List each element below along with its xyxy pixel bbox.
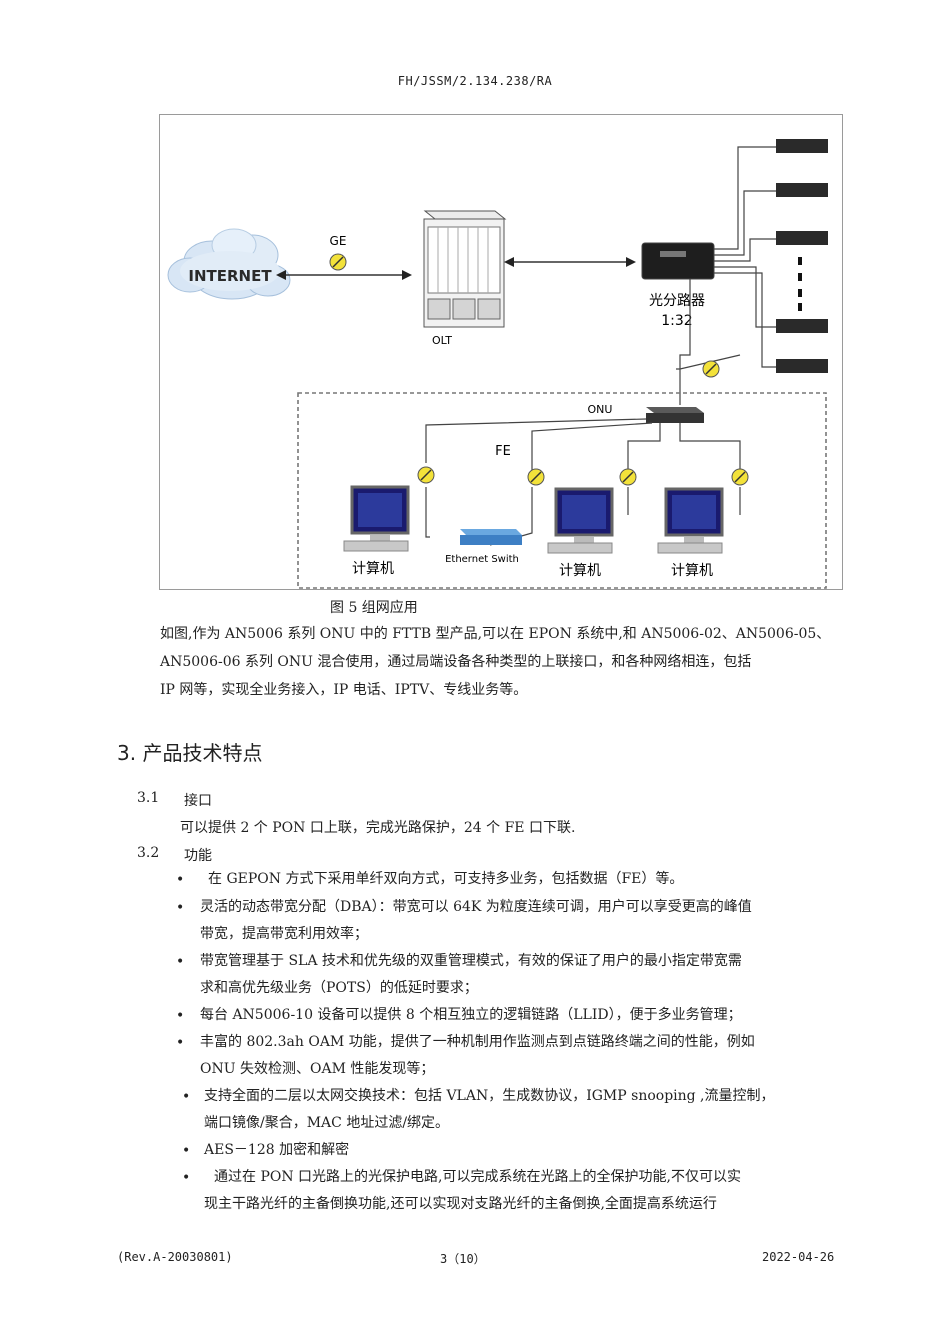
- computer-2: 计算机: [547, 487, 614, 579]
- right-onu-stack: [776, 139, 828, 373]
- figure-caption: 图 5 组网应用: [330, 600, 418, 616]
- bullet-line: 每台 AN5006-10 设备可以提供 8 个相互独立的逻辑链路（LLID），便…: [200, 1007, 742, 1023]
- subsection-3-1-text: 可以提供 2 个 PON 口上联，完成光路保护，24 个 FE 口下联.: [180, 820, 576, 836]
- optical-splitter: 光分路器 1:32: [641, 242, 715, 329]
- bullet-line: 通过在 PON 口光路上的光保护电路,可以完成系统在光路上的全保护功能,不仅可以…: [214, 1169, 741, 1185]
- bullet-item: 在 GEPON 方式下采用单纤双向方式，可支持多业务，包括数据（FE）等。: [208, 866, 683, 893]
- bullet-marker: •: [176, 1035, 185, 1051]
- computer-1: 计算机: [343, 485, 410, 577]
- footer-date: 2022-04-26: [762, 1250, 835, 1264]
- intro-line: 如图,作为 AN5006 系列 ONU 中的 FTTB 型产品,可以在 EPON…: [160, 626, 831, 642]
- footer-page-number: 3（10）: [440, 1252, 486, 1266]
- bullet-line: 现主干路光纤的主备倒换功能,还可以实现对支路光纤的主备倒换,全面提高系统运行: [204, 1196, 717, 1212]
- onu-label: ONU: [588, 403, 613, 416]
- olt-label: OLT: [432, 334, 452, 347]
- intro-line: IP 网等，实现全业务接入，IP 电话、IPTV、专线业务等。: [160, 682, 528, 698]
- ge-label: GE: [330, 234, 347, 248]
- internet-cloud: INTERNET: [167, 228, 291, 300]
- fanout-lines: [676, 146, 776, 370]
- subsection-3-1-number: 3.1: [137, 790, 160, 806]
- bullet-line: 求和高优先级业务（POTS）的低延时要求；: [200, 980, 478, 996]
- computer-3: 计算机: [657, 487, 724, 579]
- bullet-line: 带宽，提高带宽利用效率；: [200, 926, 368, 942]
- splitter-ratio: 1:32: [661, 313, 692, 329]
- bullet-marker: •: [182, 1089, 191, 1105]
- bullet-marker: •: [176, 872, 185, 888]
- document-id: FH/JSSM/2.134.238/RA: [397, 74, 553, 88]
- subsection-3-1-title: 接口: [184, 793, 212, 809]
- subsection-3-2-number: 3.2: [137, 845, 160, 861]
- network-diagram-svg: INTERNET GE OLT: [167, 139, 828, 589]
- subsection-3-2-title: 功能: [184, 848, 212, 864]
- splitter-label: 光分路器: [649, 293, 705, 309]
- computer-2-label: 计算机: [559, 563, 601, 579]
- bullet-line: AES－128 加密和解密: [204, 1142, 350, 1158]
- bullet-marker: •: [176, 1008, 185, 1024]
- bullet-line: ONU 失效检测、OAM 性能发现等；: [200, 1061, 435, 1077]
- bullet-line: 支持全面的二层以太网交换技术：包括 VLAN，生成数协议，IGMP snoopi…: [204, 1088, 775, 1104]
- bullet-line: 灵活的动态带宽分配（DBA）：带宽可以 64K 为粒度连续可调，用户可以享受更高…: [200, 899, 752, 915]
- onu-links: [425, 418, 741, 546]
- section-title: 3. 产品技术特点: [117, 741, 263, 765]
- intro-line: AN5006-06 系列 ONU 混合使用，通过局端设备各种类型的上联接口，和各…: [160, 654, 752, 670]
- bullet-item: 通过在 PON 口光路上的光保护电路,可以完成系统在光路上的全保护功能,不仅可以…: [204, 1164, 741, 1218]
- bullet-marker: •: [182, 1143, 191, 1159]
- onu-device: ONU: [588, 403, 704, 423]
- bullet-marker: •: [176, 954, 185, 970]
- bullet-marker: •: [176, 900, 185, 916]
- bullet-item: 带宽管理基于 SLA 技术和优先级的双重管理模式，有效的保证了用户的最小指定带宽…: [200, 948, 742, 1002]
- bullet-item: 支持全面的二层以太网交换技术：包括 VLAN，生成数协议，IGMP snoopi…: [204, 1083, 775, 1137]
- bullet-line: 带宽管理基于 SLA 技术和优先级的双重管理模式，有效的保证了用户的最小指定带宽…: [200, 953, 742, 969]
- intro-paragraph: 如图,作为 AN5006 系列 ONU 中的 FTTB 型产品,可以在 EPON…: [160, 620, 836, 704]
- fe-label: FE: [495, 444, 511, 459]
- bullet-item: 每台 AN5006-10 设备可以提供 8 个相互独立的逻辑链路（LLID），便…: [200, 1002, 742, 1029]
- computer-1-label: 计算机: [352, 561, 394, 577]
- bullet-item: 丰富的 802.3ah OAM 功能，提供了一种机制用作监测点到点链路终端之间的…: [200, 1029, 755, 1083]
- fe-markers: [417, 466, 749, 486]
- footer-revision: (Rev.A-20030801): [117, 1250, 233, 1264]
- bullet-line: 端口镜像/聚合，MAC 地址过滤/绑定。: [204, 1115, 450, 1131]
- network-diagram: INTERNET GE OLT: [159, 114, 843, 590]
- internet-label: INTERNET: [188, 267, 272, 285]
- bullet-item: AES－128 加密和解密: [204, 1137, 349, 1164]
- ethernet-switch: Ethernet Swith: [445, 529, 522, 565]
- bullet-item: 灵活的动态带宽分配（DBA）：带宽可以 64K 为粒度连续可调，用户可以享受更高…: [200, 894, 752, 948]
- ethernet-switch-label: Ethernet Swith: [445, 554, 519, 565]
- bullet-line: 丰富的 802.3ah OAM 功能，提供了一种机制用作监测点到点链路终端之间的…: [200, 1034, 755, 1050]
- bullet-line: 在 GEPON 方式下采用单纤双向方式，可支持多业务，包括数据（FE）等。: [208, 871, 684, 887]
- customer-premises-box: [297, 392, 827, 589]
- computer-3-label: 计算机: [671, 563, 713, 579]
- olt-chassis: OLT: [423, 210, 507, 347]
- bullet-marker: •: [182, 1170, 191, 1186]
